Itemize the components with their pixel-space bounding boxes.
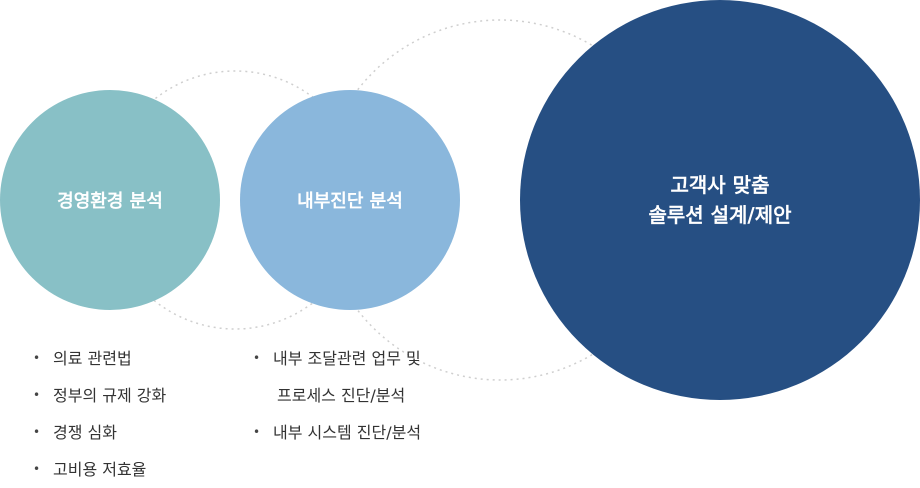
solution-circle: 고객사 맞춤 솔루션 설계/제안 — [520, 0, 920, 400]
list-item: 내부 조달관련 업무 및 — [253, 340, 421, 377]
env-bullet-list: 의료 관련법 정부의 규제 강화 경쟁 심화 고비용 저효율 — [33, 340, 166, 488]
solution-label-line1: 고객사 맞춤 — [670, 173, 770, 197]
env-analysis-label: 경영환경 분석 — [57, 191, 163, 212]
list-item: 경쟁 심화 — [33, 414, 166, 451]
internal-analysis-label: 내부진단 분석 — [297, 191, 403, 212]
list-item: 내부 시스템 진단/분석 — [253, 414, 421, 451]
list-item: 정부의 규제 강화 — [33, 377, 166, 414]
solution-label-line2: 솔루션 설계/제안 — [648, 203, 792, 227]
list-item: 의료 관련법 — [33, 340, 166, 377]
env-analysis-circle: 경영환경 분석 — [0, 90, 220, 310]
list-item: 고비용 저효율 — [33, 451, 166, 488]
internal-bullet-list: 내부 조달관련 업무 및 프로세스 진단/분석 내부 시스템 진단/분석 — [253, 340, 421, 451]
internal-analysis-circle: 내부진단 분석 — [240, 90, 460, 310]
list-item-continuation: 프로세스 진단/분석 — [277, 386, 406, 405]
